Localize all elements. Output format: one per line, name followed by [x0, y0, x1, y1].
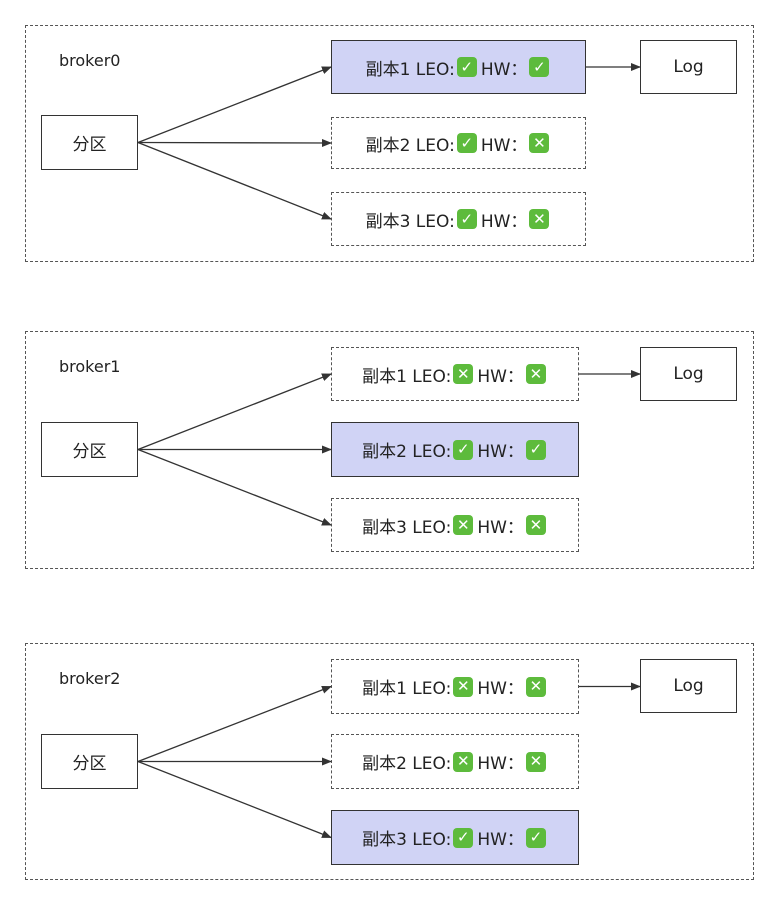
replica-box-1-leader: 副本1 LEO:✓ HW： ✓ — [331, 40, 586, 94]
replica-box-3: 副本3 LEO:✓ HW： ✕ — [331, 192, 586, 246]
broker-group-1: broker1 — [25, 331, 754, 569]
hw-label: HW： — [477, 830, 524, 850]
leo-cross-icon: ✕ — [453, 751, 474, 772]
partition-box: 分区 — [41, 734, 138, 789]
leo-cross-icon: ✕ — [453, 515, 474, 535]
broker-group-2: broker2 — [25, 643, 754, 880]
replica-box-1: 副本1 LEO:✕ HW： ✕ — [331, 659, 579, 714]
leo-check-icon: ✓ — [453, 827, 474, 848]
hw-label: HW： — [477, 366, 524, 387]
hw-cross-icon: ✕ — [525, 676, 546, 697]
arrow-partition-to-replica-1 — [137, 685, 332, 763]
hw-check-icon: ✓ — [529, 57, 550, 77]
replica-name-leo-label: 副本1 LEO: — [362, 679, 452, 699]
leo-check-icon: ✓ — [453, 439, 474, 460]
replica-box-3: 副本3 LEO:✕ HW： ✕ — [331, 498, 579, 552]
leo-cross-icon: ✕ — [453, 364, 474, 384]
hw-check-icon: ✓ — [525, 827, 546, 848]
arrow-partition-to-replica-3 — [137, 141, 332, 220]
leo-check-icon: ✓ — [456, 57, 477, 77]
broker-label: broker2 — [59, 669, 121, 688]
partition-box: 分区 — [41, 115, 138, 170]
hw-label: HW： — [480, 59, 528, 80]
arrow-partition-to-replica-1 — [137, 373, 332, 451]
log-box: Log — [640, 659, 737, 713]
partition-box: 分区 — [41, 422, 138, 477]
leo-check-icon: ✓ — [456, 209, 477, 229]
hw-check-icon: ✓ — [525, 439, 546, 460]
hw-cross-icon: ✕ — [529, 133, 550, 153]
hw-label: HW： — [480, 135, 528, 156]
hw-label: HW： — [477, 442, 524, 462]
broker-label: broker0 — [59, 51, 121, 70]
replica-name-leo-label: 副本2 LEO: — [362, 442, 452, 462]
arrow-partition-to-replica-1 — [137, 66, 332, 144]
hw-label: HW： — [480, 211, 528, 232]
hw-cross-icon: ✕ — [529, 209, 550, 229]
replica-box-2: 副本2 LEO:✓ HW： ✕ — [331, 117, 586, 169]
broker-label: broker1 — [59, 357, 121, 376]
replica-name-leo-label: 副本1 LEO: — [362, 366, 452, 387]
arrow-partition-to-replica-3 — [137, 448, 332, 526]
broker-group-0: broker0 — [25, 25, 754, 262]
replica-name-leo-label: 副本2 LEO: — [365, 135, 455, 156]
arrow-partition-to-replica-3 — [137, 760, 332, 839]
replica-box-2-leader: 副本2 LEO:✓ HW： ✓ — [331, 422, 579, 477]
arrow-partition-to-replica-2 — [137, 138, 332, 147]
hw-label: HW： — [477, 517, 524, 538]
replica-name-leo-label: 副本2 LEO: — [362, 754, 452, 774]
leo-cross-icon: ✕ — [453, 676, 474, 697]
hw-cross-icon: ✕ — [525, 515, 546, 535]
hw-cross-icon: ✕ — [525, 364, 546, 384]
replica-box-1: 副本1 LEO:✕ HW： ✕ — [331, 347, 579, 401]
hw-cross-icon: ✕ — [525, 751, 546, 772]
hw-label: HW： — [477, 679, 524, 699]
replica-name-leo-label: 副本3 LEO: — [365, 211, 455, 232]
replica-box-3-leader: 副本3 LEO:✓ HW： ✓ — [331, 810, 579, 865]
hw-label: HW： — [477, 754, 524, 774]
replica-name-leo-label: 副本3 LEO: — [362, 517, 452, 538]
replica-name-leo-label: 副本1 LEO: — [365, 59, 455, 80]
log-box: Log — [640, 347, 737, 401]
replica-name-leo-label: 副本3 LEO: — [362, 830, 452, 850]
leo-check-icon: ✓ — [456, 133, 477, 153]
